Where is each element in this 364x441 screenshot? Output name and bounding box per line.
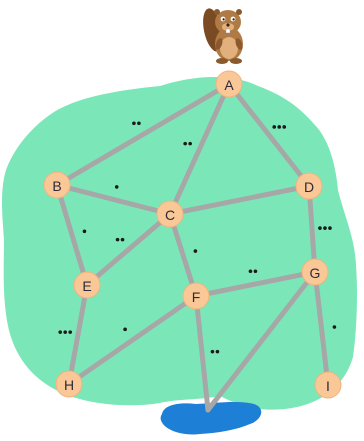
- node-label: C: [165, 207, 175, 223]
- edge-dot: [58, 330, 63, 334]
- node-d[interactable]: D: [295, 172, 323, 200]
- edge-a-c: [167, 81, 232, 217]
- edge-dots-a-b: [132, 121, 141, 126]
- node-g[interactable]: G: [301, 258, 329, 286]
- node-c[interactable]: C: [156, 200, 184, 228]
- edge-f-h: [66, 293, 199, 387]
- edge-d-g: [306, 183, 318, 275]
- edge-dot: [115, 237, 120, 242]
- edge-dot: [277, 125, 282, 129]
- edge-dots-f-pond: [210, 349, 220, 354]
- edge-dot: [82, 229, 87, 234]
- node-circle[interactable]: [73, 271, 101, 299]
- node-label: H: [64, 377, 74, 393]
- edge-dot: [272, 125, 277, 129]
- edge-a-d: [226, 81, 312, 189]
- edge-b-e: [54, 182, 90, 288]
- edge-g-i: [312, 269, 331, 388]
- edge-c-e: [84, 211, 173, 288]
- edge-a-b: [54, 81, 232, 188]
- edge-dots-f-g: [248, 269, 258, 274]
- edge-c-f: [167, 211, 199, 299]
- edge-dot: [63, 330, 68, 334]
- node-circle[interactable]: [295, 172, 323, 200]
- edge-dot: [328, 226, 332, 230]
- edge-dots-f-h: [123, 327, 127, 332]
- node-circle[interactable]: [314, 371, 342, 399]
- edge-dot: [114, 185, 119, 189]
- node-f[interactable]: F: [182, 282, 210, 310]
- edge-dot: [123, 327, 127, 332]
- node-e[interactable]: E: [73, 271, 101, 299]
- edge-dot: [210, 349, 215, 354]
- node-circle[interactable]: [156, 200, 184, 228]
- edge-dot: [120, 237, 125, 242]
- node-label: E: [82, 278, 91, 294]
- edge-dot: [248, 269, 253, 274]
- node-label: G: [310, 265, 321, 281]
- edge-dot: [323, 226, 327, 230]
- node-circle[interactable]: [55, 370, 83, 398]
- edge-dots-layer: [58, 121, 337, 354]
- edge-dot: [193, 249, 198, 253]
- node-circle[interactable]: [301, 258, 329, 286]
- edge-dot: [318, 226, 322, 230]
- edge-dot: [215, 349, 220, 354]
- node-b[interactable]: B: [43, 171, 71, 199]
- edge-b-c: [54, 182, 173, 217]
- node-label: I: [326, 378, 330, 394]
- node-i[interactable]: I: [314, 371, 342, 399]
- edge-dot: [132, 121, 136, 126]
- edge-f-pond: [193, 293, 211, 413]
- edges-layer: [54, 81, 331, 413]
- node-circle[interactable]: [182, 282, 210, 310]
- node-h[interactable]: H: [55, 370, 83, 398]
- edge-dot: [282, 125, 287, 129]
- edge-e-h: [66, 282, 90, 387]
- edge-dot: [183, 141, 187, 146]
- edge-g-pond: [205, 269, 318, 413]
- edge-dots-e-h: [58, 330, 73, 334]
- node-label: B: [52, 178, 61, 194]
- edge-dots-b-e: [82, 229, 87, 234]
- node-a[interactable]: A: [215, 70, 243, 98]
- edge-dots-c-f: [193, 249, 198, 253]
- edge-dots-a-d: [272, 125, 287, 129]
- edge-dot: [253, 269, 258, 274]
- node-circle[interactable]: [215, 70, 243, 98]
- edge-dot: [188, 141, 192, 146]
- edge-dot: [137, 121, 141, 126]
- node-label: F: [192, 289, 201, 305]
- edge-dots-b-c: [114, 185, 119, 189]
- node-circle[interactable]: [43, 171, 71, 199]
- edge-dots-d-g: [318, 226, 332, 230]
- edge-dots-g-i: [332, 325, 337, 329]
- edge-dots-a-c: [183, 141, 192, 146]
- pond-icon: [160, 401, 262, 435]
- edge-f-g: [193, 269, 318, 299]
- node-label: A: [224, 77, 234, 93]
- edge-dot: [68, 330, 73, 334]
- edge-c-d: [167, 183, 312, 217]
- edge-dot: [332, 325, 337, 329]
- beaver-icon: [203, 8, 243, 64]
- edge-dots-c-e: [115, 237, 125, 242]
- node-label: D: [304, 179, 314, 195]
- nodes-layer: A B C D E F G H I: [43, 70, 342, 399]
